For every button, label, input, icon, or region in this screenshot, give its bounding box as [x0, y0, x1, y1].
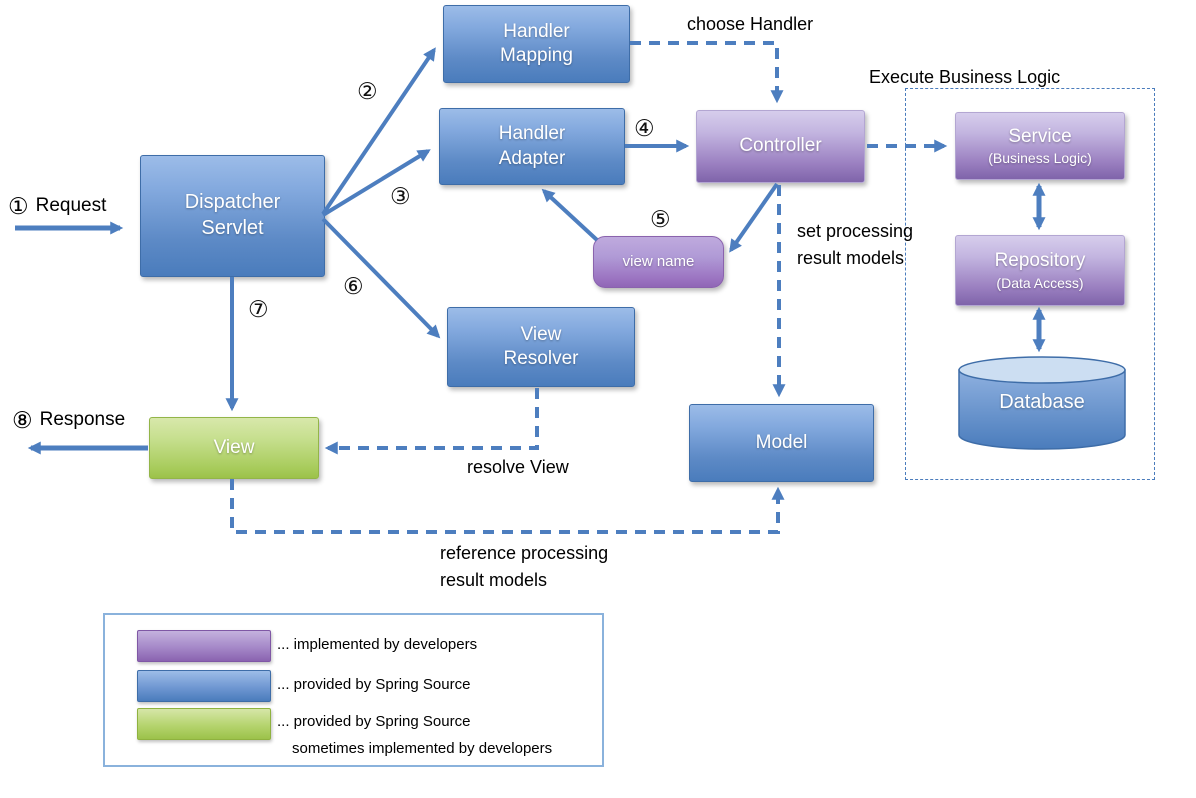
step1-word: Request: [35, 195, 107, 216]
arrow-reference-models: [230, 479, 785, 534]
arrow-choose-handler: [630, 41, 784, 104]
database-cylinder-icon: [958, 356, 1126, 450]
label-step8-response: ⑧ Response: [12, 406, 125, 435]
label-set-processing: set processing result models: [797, 221, 914, 268]
node-label: Repository: [994, 250, 1086, 272]
legend-swatch-developers: [137, 630, 271, 662]
label-resolve-view: resolve View: [467, 457, 569, 477]
node-label: View: [213, 436, 255, 458]
node-view-resolver: View Resolver: [447, 307, 635, 387]
label-step7: ⑦: [248, 296, 269, 322]
step8-word: Response: [39, 409, 126, 430]
node-label: Dispatcher Servlet: [184, 191, 281, 239]
legend-label-developers: ... implemented by developers: [277, 636, 478, 653]
node-view-name: view name: [593, 236, 724, 288]
legend-swatch-view: [137, 708, 271, 740]
arrow-step6-to-view-resolver: [321, 217, 441, 339]
arrow-controller-to-view-name: [729, 182, 779, 253]
label-step3: ③: [390, 183, 411, 209]
arrow-view-name-to-handler-adapter: [541, 188, 599, 242]
node-database: Database: [957, 355, 1127, 452]
legend: ... implemented by developers ... provid…: [103, 613, 604, 767]
node-handler-adapter: Handler Adapter: [439, 108, 625, 185]
step1-circle: ①: [8, 192, 29, 219]
arrow-resolve-view: [324, 388, 539, 455]
node-label: Handler Adapter: [498, 123, 566, 169]
legend-label-view-line1: ... provided by Spring Source: [277, 713, 471, 730]
label-step6: ⑥: [343, 273, 364, 299]
node-label: Model: [755, 431, 808, 453]
node-label: Handler Mapping: [500, 20, 573, 66]
node-service: Service (Business Logic): [955, 112, 1125, 180]
business-logic-group-box: [905, 88, 1155, 480]
legend-label-spring: ... provided by Spring Source: [277, 676, 471, 693]
node-label: Service: [1008, 125, 1072, 147]
legend-swatch-spring: [137, 670, 271, 702]
label-execute-business-logic: Execute Business Logic: [869, 67, 1061, 87]
label-choose-handler: choose Handler: [687, 14, 814, 34]
node-label: Controller: [739, 135, 822, 157]
legend-label-view-line2: sometimes implemented by developers: [292, 740, 553, 757]
node-dispatcher-servlet: Dispatcher Servlet: [140, 155, 325, 277]
node-sublabel: (Data Access): [996, 274, 1084, 291]
label-reference-processing: reference processing result models: [440, 543, 609, 590]
arrow-step3-to-handler-adapter: [321, 149, 431, 217]
node-controller: Controller: [696, 110, 865, 183]
node-view: View: [149, 417, 319, 479]
node-handler-mapping: Handler Mapping: [443, 5, 630, 83]
label-step2: ②: [357, 78, 378, 104]
node-label: view name: [622, 253, 695, 271]
node-repository: Repository (Data Access): [955, 235, 1125, 306]
label-step1-request: ① Request: [8, 192, 106, 221]
node-model: Model: [689, 404, 874, 482]
label-step4: ④: [634, 115, 655, 141]
node-sublabel: (Business Logic): [988, 150, 1092, 167]
label-step5: ⑤: [650, 206, 671, 232]
arrow-step2-to-handler-mapping: [321, 47, 436, 216]
node-label: View Resolver: [503, 323, 579, 369]
step8-circle: ⑧: [12, 406, 33, 433]
node-label: Database: [999, 391, 1085, 413]
